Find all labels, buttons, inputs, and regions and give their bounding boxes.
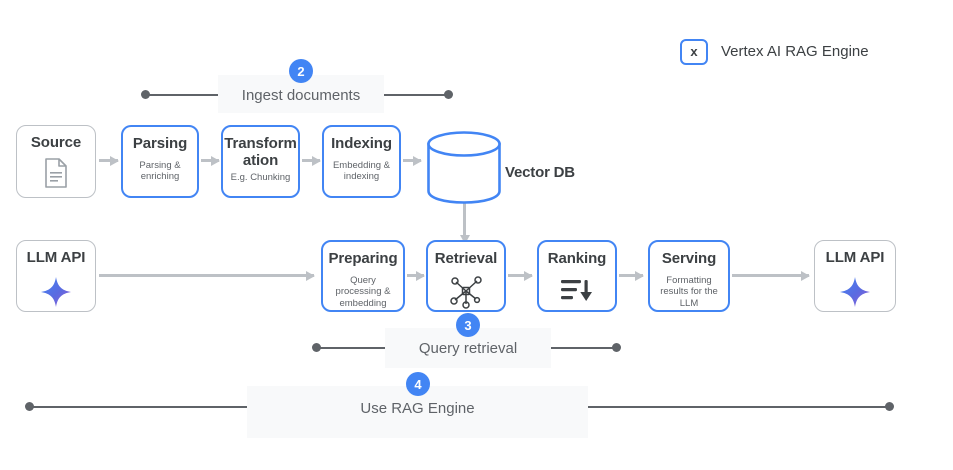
rag-rail-right: [588, 406, 890, 408]
arrow-transformation-to-indexing: [302, 155, 321, 166]
node-vector-db[interactable]: Vector DB: [426, 130, 575, 205]
phase-bar-ingest-documents: Ingest documents: [218, 75, 384, 113]
node-parsing[interactable]: Parsing Parsing & enriching: [121, 125, 199, 198]
step-badge-3: 3: [456, 313, 480, 337]
arrow-preparing-to-retrieval: [407, 270, 425, 281]
query-rail-left: [316, 347, 386, 349]
node-title: Source: [30, 134, 82, 151]
ingest-rail-left: [145, 94, 245, 96]
arrow-llmapi-to-preparing: [99, 270, 315, 281]
step-badge-4: 4: [406, 372, 430, 396]
node-transformation[interactable]: Transform ation E.g. Chunking: [221, 125, 300, 198]
arrow-retrieval-to-ranking: [508, 270, 533, 281]
rag-rail-dot-right: [885, 402, 894, 411]
node-retrieval[interactable]: Retrieval: [426, 240, 506, 312]
node-title: Indexing: [331, 135, 392, 152]
node-graph-icon: [448, 275, 484, 309]
phase-bar-use-rag-engine: Use RAG Engine: [247, 386, 588, 438]
node-subtitle: E.g. Chunking: [230, 171, 291, 183]
node-subtitle: Embedding & indexing: [332, 159, 391, 183]
legend-label: Vertex AI RAG Engine: [721, 43, 869, 60]
sparkle-icon: [40, 276, 72, 308]
arrow-ranking-to-serving: [619, 270, 644, 281]
node-title: Vector DB: [505, 164, 575, 181]
cylinder-icon: [427, 131, 501, 204]
node-title: LLM API: [825, 249, 885, 266]
phase-label: Use RAG Engine: [360, 400, 475, 417]
node-title: Transform ation: [224, 135, 297, 169]
node-llm-api-output[interactable]: LLM API: [814, 240, 896, 312]
vertex-ai-chip-icon: x: [680, 38, 708, 65]
step-badge-2: 2: [289, 59, 313, 83]
ingest-rail-dot-left: [141, 90, 150, 99]
node-title: LLM API: [26, 249, 86, 266]
ingest-rail-dot-right: [444, 90, 453, 99]
node-serving[interactable]: Serving Formatting results for the LLM: [648, 240, 730, 312]
ingest-rail-right: [384, 94, 452, 96]
node-indexing[interactable]: Indexing Embedding & indexing: [322, 125, 401, 198]
document-icon: [43, 157, 69, 188]
node-ranking[interactable]: Ranking: [537, 240, 617, 312]
legend: x Vertex AI RAG Engine: [662, 28, 894, 75]
arrow-source-to-parsing: [99, 155, 119, 166]
arrow-serving-to-llmapi: [732, 270, 810, 281]
sort-down-icon: [560, 278, 594, 304]
node-title: Retrieval: [434, 250, 498, 267]
node-llm-api-input[interactable]: LLM API: [16, 240, 96, 312]
node-preparing[interactable]: Preparing Query processing & embedding: [321, 240, 405, 312]
arrow-vectordb-to-retrieval: [459, 203, 470, 244]
node-subtitle: Formatting results for the LLM: [660, 274, 718, 309]
node-title: Serving: [661, 250, 717, 267]
node-title: Ranking: [547, 250, 607, 267]
node-subtitle: Parsing & enriching: [139, 159, 181, 183]
query-rail-dot-left: [312, 343, 321, 352]
rag-rail-dot-left: [25, 402, 34, 411]
node-title: Parsing: [132, 135, 188, 152]
arrow-indexing-to-vectordb: [403, 155, 422, 166]
rag-rail-left: [29, 406, 249, 408]
phase-label: Ingest documents: [241, 87, 361, 104]
query-rail-dot-right: [612, 343, 621, 352]
query-rail-right: [551, 347, 619, 349]
node-title: Preparing: [328, 250, 398, 267]
sparkle-icon: [839, 276, 871, 308]
phase-label: Query retrieval: [418, 340, 518, 357]
arrow-parsing-to-transformation: [201, 155, 220, 166]
node-subtitle: Query processing & embedding: [335, 274, 391, 309]
node-source[interactable]: Source: [16, 125, 96, 198]
